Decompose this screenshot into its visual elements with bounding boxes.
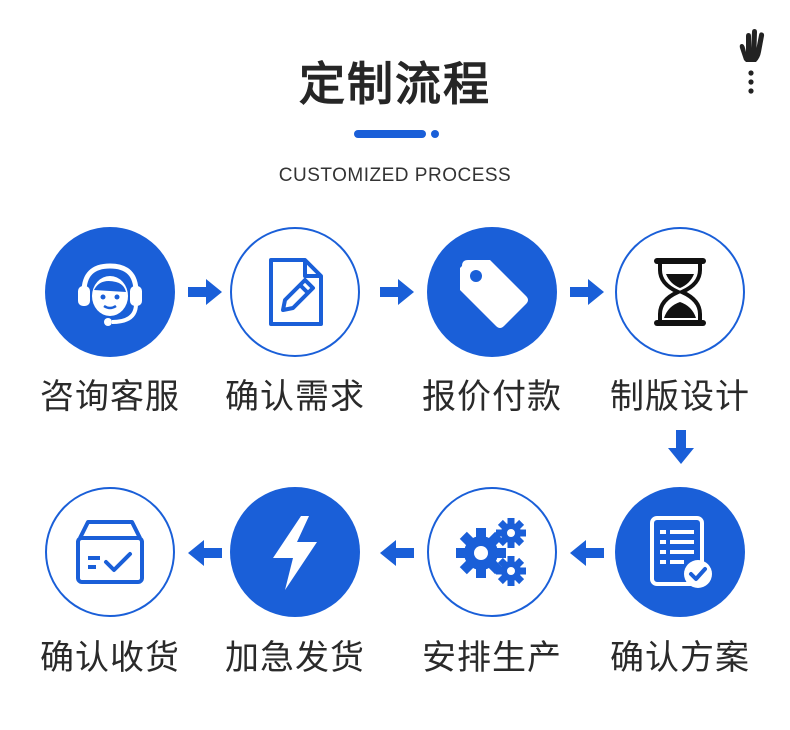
- page-title: 定制流程: [299, 57, 491, 111]
- step-label-consult: 咨询客服: [40, 377, 180, 417]
- step-label-receive: 确认收货: [40, 638, 180, 678]
- step-label-express: 加急发货: [225, 638, 365, 678]
- step-design-circle: [615, 227, 745, 357]
- arrow-left-icon: [570, 540, 604, 566]
- lightning-icon: [273, 516, 317, 590]
- step-label-design: 制版设计: [610, 377, 750, 417]
- arrow-left-icon: [380, 540, 414, 566]
- title-underline-dot: [431, 130, 439, 138]
- step-label-confirm-plan: 确认方案: [610, 638, 750, 678]
- step-express-circle: [230, 487, 360, 617]
- headset-agent-icon: [78, 263, 142, 326]
- step-consult-circle: [45, 227, 175, 357]
- page-subtitle: CUSTOMIZED PROCESS: [278, 165, 512, 186]
- step-confirm-plan-circle: [615, 487, 745, 617]
- hourglass-icon: [654, 258, 706, 326]
- checklist-document-icon: [650, 516, 712, 588]
- arrow-left-icon: [188, 540, 222, 566]
- price-tag-icon: [460, 260, 528, 328]
- arrow-down-icon: [668, 430, 694, 464]
- package-check-icon: [76, 520, 144, 584]
- step-requirement-circle: [230, 227, 360, 357]
- edit-document-icon: [269, 258, 323, 326]
- step-production-circle: [427, 487, 557, 617]
- gears-icon: [456, 518, 526, 586]
- step-quote-circle: [427, 227, 557, 357]
- step-label-production: 安排生产: [422, 638, 562, 678]
- step-receive-circle: [45, 487, 175, 617]
- hand-scroll-hint-icon: [739, 29, 765, 94]
- step-label-requirement: 确认需求: [225, 377, 365, 417]
- title-underline: [354, 130, 426, 138]
- step-label-quote: 报价付款: [422, 377, 562, 417]
- arrow-right-icon: [380, 279, 414, 305]
- arrow-right-icon: [188, 279, 222, 305]
- arrow-right-icon: [570, 279, 604, 305]
